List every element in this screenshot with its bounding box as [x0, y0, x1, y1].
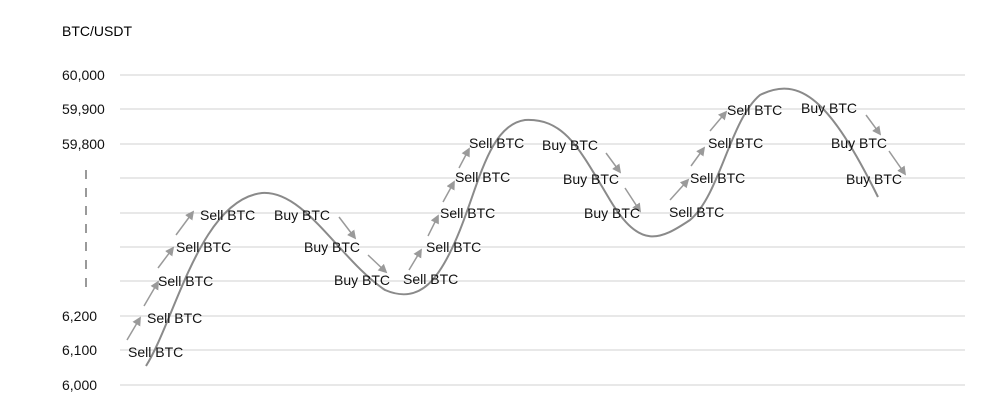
y-tick-label: 59,900 — [62, 101, 105, 117]
trade-arrow — [865, 114, 882, 136]
buy-btc-label: Buy BTC — [846, 171, 902, 187]
trade-arrow — [367, 254, 388, 274]
buy-btc-label: Buy BTC — [831, 135, 887, 151]
trade-arrow — [888, 150, 907, 176]
sell-btc-label: Sell BTC — [440, 205, 495, 221]
sell-btc-label: Sell BTC — [403, 271, 458, 287]
y-tick-label: 6,000 — [62, 377, 97, 393]
trade-arrow — [143, 280, 159, 307]
buy-btc-label: Buy BTC — [584, 205, 640, 221]
y-tick-labels: 60,000 59,900 59,800 6,200 6,100 6,000 — [62, 67, 105, 393]
sell-btc-label: Sell BTC — [690, 170, 745, 186]
y-tick-label: 6,100 — [62, 342, 97, 358]
trade-labels: Sell BTC Sell BTC Sell BTC Sell BTC Sell BTC… — [128, 100, 902, 360]
y-tick-label: 6,200 — [62, 308, 97, 324]
buy-btc-label: Buy BTC — [542, 137, 598, 153]
sell-btc-label: Sell BTC — [708, 135, 763, 151]
sell-btc-label: Sell BTC — [469, 135, 524, 151]
trade-arrow — [175, 210, 195, 236]
trade-arrow — [408, 248, 422, 271]
price-wave-line — [145, 87, 879, 367]
buy-btc-label: Buy BTC — [801, 100, 857, 116]
trade-arrow — [126, 316, 141, 341]
trade-arrow — [690, 146, 706, 167]
trade-arrow — [338, 216, 357, 240]
y-tick-label: 60,000 — [62, 67, 105, 83]
sell-btc-label: Sell BTC — [147, 310, 202, 326]
trade-arrows — [126, 110, 907, 341]
trade-arrow — [669, 178, 690, 201]
buy-btc-label: Buy BTC — [334, 272, 390, 288]
trade-arrow — [458, 147, 470, 169]
sell-btc-label: Sell BTC — [128, 344, 183, 360]
sell-btc-label: Sell BTC — [727, 102, 782, 118]
buy-btc-label: Buy BTC — [304, 239, 360, 255]
buy-btc-label: Buy BTC — [563, 171, 619, 187]
chart-title: BTC/USDT — [62, 23, 132, 39]
sell-btc-label: Sell BTC — [176, 239, 231, 255]
gridlines — [120, 74, 965, 386]
trade-arrow — [442, 180, 455, 203]
trade-arrow — [605, 152, 622, 174]
sell-btc-label: Sell BTC — [200, 207, 255, 223]
trade-arrow — [624, 187, 641, 213]
sell-btc-label: Sell BTC — [158, 273, 213, 289]
sell-btc-label: Sell BTC — [455, 169, 510, 185]
trade-arrow — [427, 214, 439, 237]
sell-btc-label: Sell BTC — [669, 204, 724, 220]
trade-arrow — [157, 246, 175, 269]
trade-arrow — [709, 110, 728, 132]
sell-btc-label: Sell BTC — [426, 239, 481, 255]
buy-btc-label: Buy BTC — [274, 207, 330, 223]
y-tick-label: 59,800 — [62, 136, 105, 152]
